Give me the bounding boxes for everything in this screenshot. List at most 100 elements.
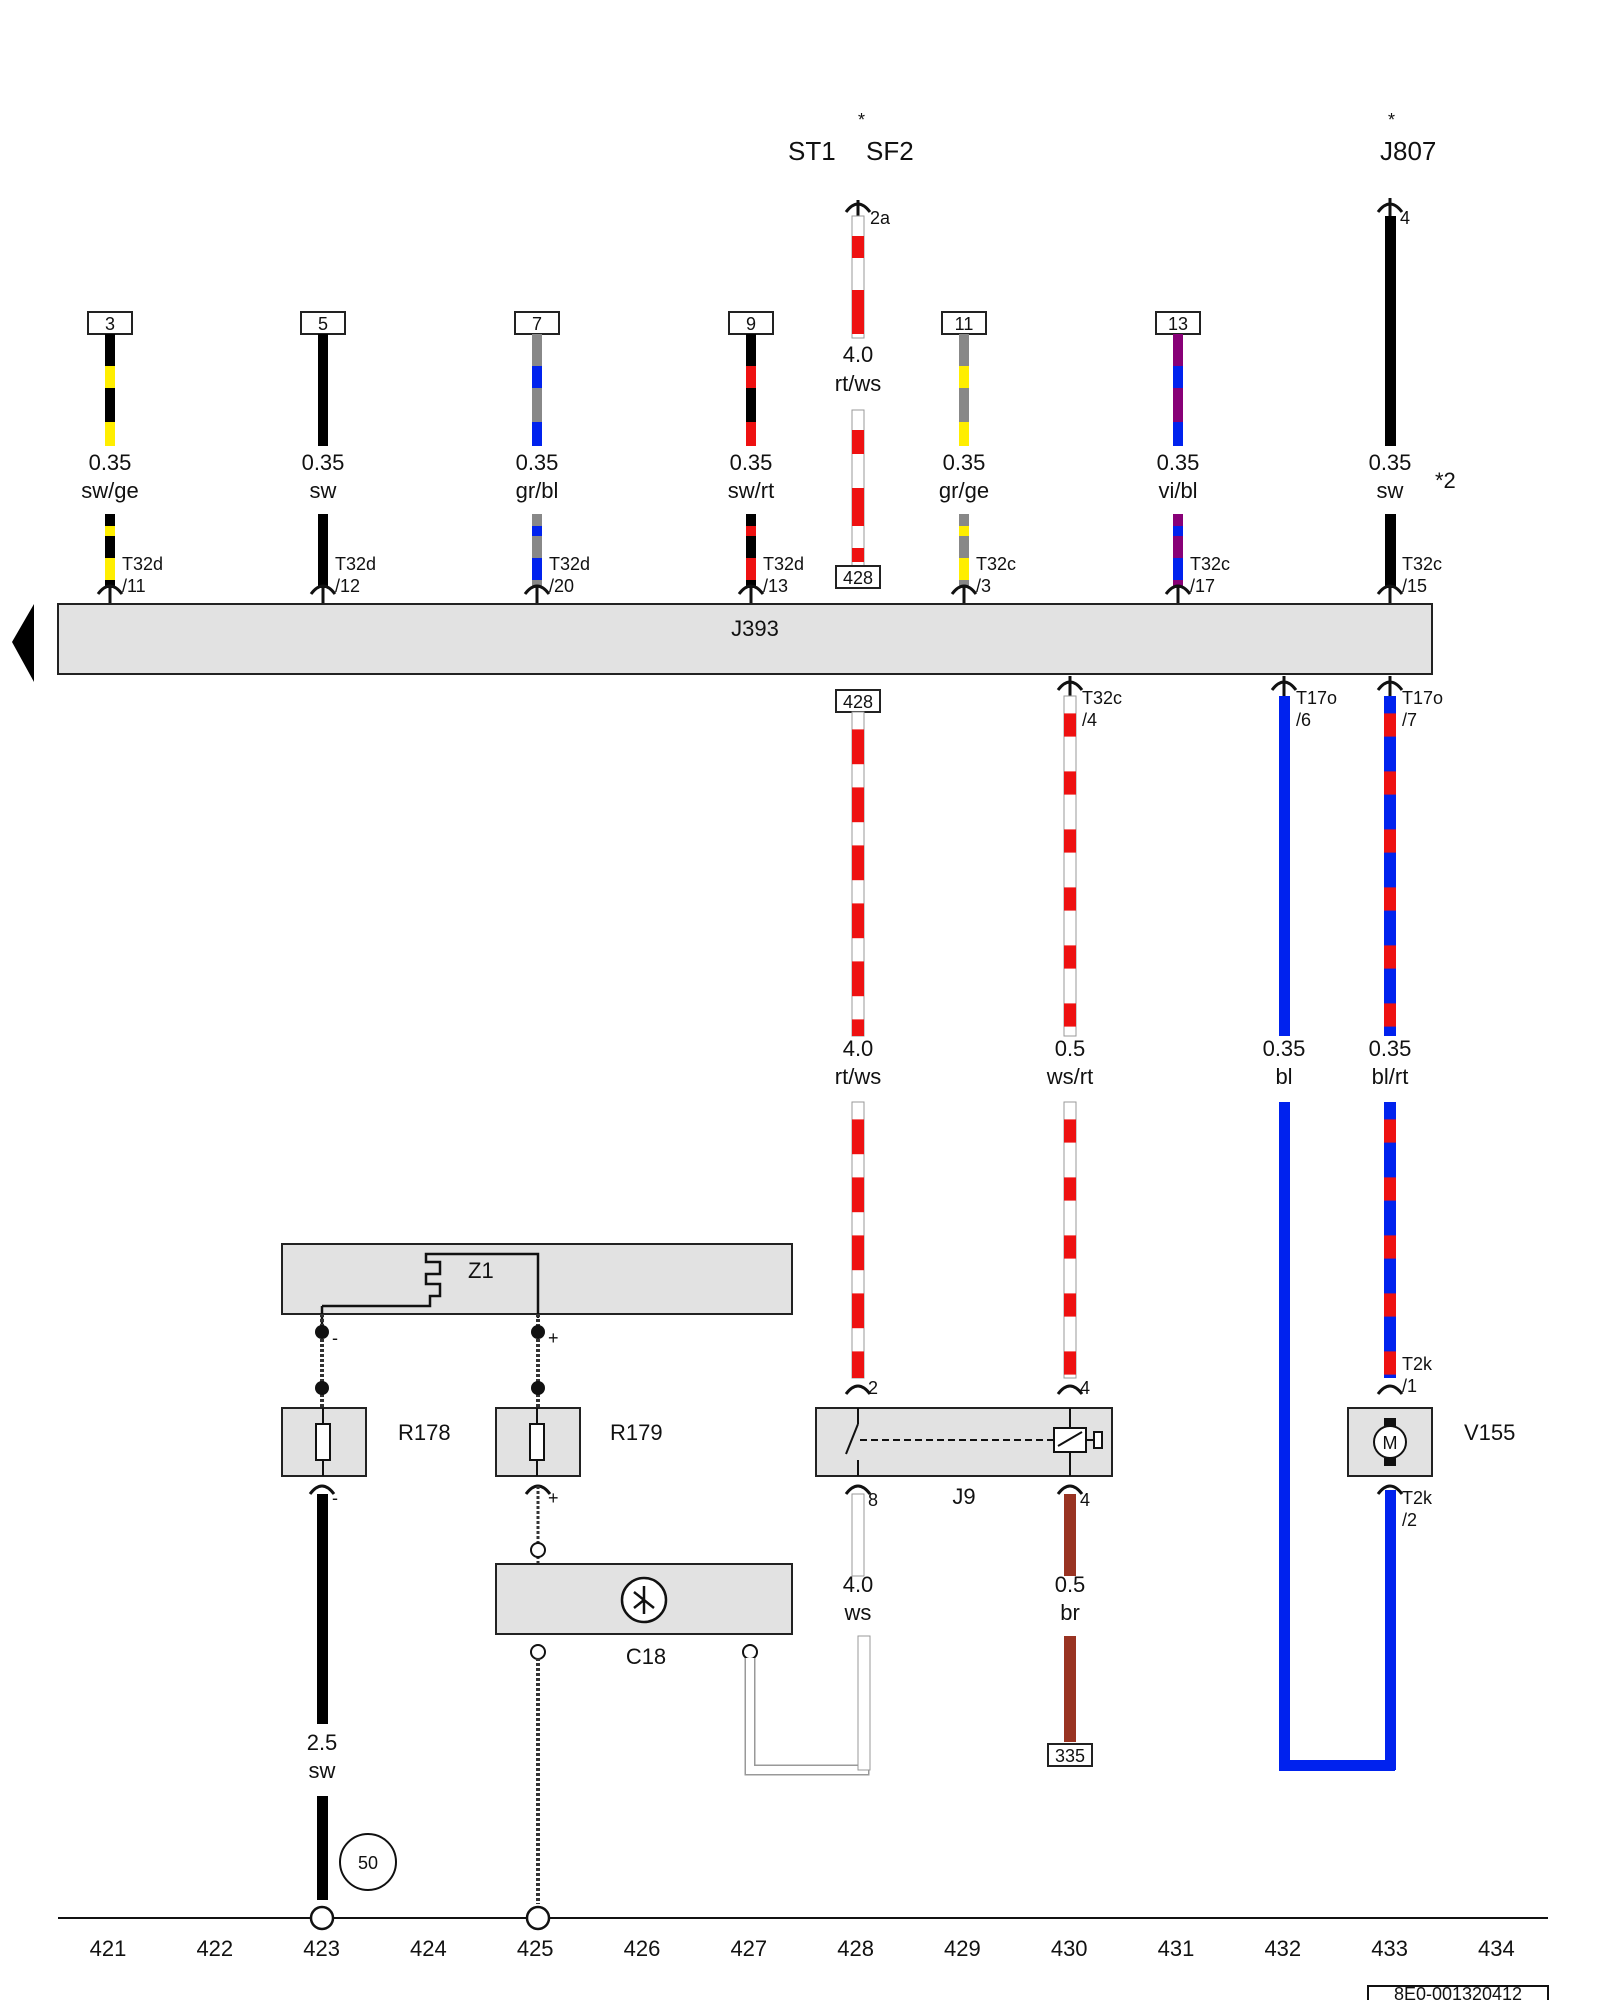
label-sf2: SF2 [866,136,914,166]
doc-id-box [1367,1985,1549,2000]
scale-429: 429 [944,1936,981,1961]
j9-label: J9 [952,1484,975,1509]
z1-leads: - + [315,1314,559,1408]
ref-11: 11 [955,314,974,334]
pin-433-top: /15 [1402,576,1427,596]
pin-j807: 4 [1400,208,1410,228]
j9-pin8: 8 [868,1490,878,1510]
v155-pin2: /2 [1402,1510,1417,1530]
ref-335: 335 [1055,1746,1085,1766]
conn-433-top: T32c [1402,554,1442,574]
v155-label: V155 [1464,1420,1515,1445]
size-ws: 4.0 [843,1572,874,1597]
z1-minus: - [332,1328,338,1348]
j9-pin4: 4 [1080,1378,1090,1398]
wire-428-ws: 4.0 ws [843,1493,874,1771]
z1-label: Z1 [468,1258,494,1283]
wire-428-top: 2a 4.0 rt/ws 428 [835,200,891,589]
r179-component: R179 + [495,1407,663,1564]
pin-432: /6 [1296,710,1311,730]
doc-id: 8E0-001320412 [1394,1984,1522,2000]
scale-431: 431 [1158,1936,1195,1961]
color-430: ws/rt [1046,1064,1093,1089]
ref-7: 7 [532,314,542,334]
ref-13: 13 [1168,314,1188,334]
color-9: sw/rt [728,478,774,503]
v155-pin1: /1 [1402,1376,1417,1396]
size-432: 0.35 [1263,1036,1306,1061]
ref-9: 9 [746,314,756,334]
scale-425: 425 [517,1936,554,1961]
scale-423: 423 [303,1936,340,1961]
ref-428-top: 428 [843,568,873,588]
wire-423-sw: 2.5 sw 50 [307,1494,397,1900]
continuation-arrow-icon [12,604,34,682]
conn-5: T32d [335,554,376,574]
pin-3: /11 [122,576,146,596]
j9-pin2: 2 [868,1378,878,1398]
pin-5: /12 [335,576,360,596]
pin-2a: 2a [870,208,891,228]
size-433-top: 0.35 [1369,450,1412,475]
color-3: sw/ge [81,478,138,503]
v155-m: M [1383,1433,1398,1453]
scale-434: 434 [1478,1936,1515,1961]
ground-50: 50 [358,1853,378,1873]
wire-428-lower: 428 4.0 rt/ws [835,689,881,1379]
size-3: 0.35 [89,450,132,475]
pin-7: /20 [549,576,574,596]
size-sw: 2.5 [307,1730,338,1755]
wire-430-lower: T32c /4 0.5 ws/rt [1046,676,1122,1379]
pin-9: /13 [763,576,788,596]
v155-motor: T2k /1 M V155 T2k /2 [1347,1354,1515,1530]
ref-box-428-top [835,565,881,589]
size-428-top: 4.0 [843,342,874,367]
r179-label: R179 [610,1420,663,1445]
star-j807: * [1388,110,1395,130]
conn-13: T32c [1190,554,1230,574]
scale-424: 424 [410,1936,447,1961]
size-br: 0.5 [1055,1572,1086,1597]
wire-433-top: 4 0.35 sw T32c /15 [1369,198,1442,604]
scale-426: 426 [624,1936,661,1961]
label-j807: J807 [1380,136,1436,166]
size-5: 0.35 [302,450,345,475]
scale-430: 430 [1051,1936,1088,1961]
color-11: gr/ge [939,478,989,503]
ref-5: 5 [318,314,328,334]
top-wire-group: 30.35sw/geT32d/1150.35swT32d/1270.35gr/b… [81,311,1230,604]
wire-c18-j9 [744,1636,870,1776]
size-428-lower: 4.0 [843,1036,874,1061]
scale-428: 428 [837,1936,874,1961]
conn-430: T32c [1082,688,1122,708]
scale-421: 421 [90,1936,127,1961]
scale-427: 427 [730,1936,767,1961]
scale-432: 432 [1264,1936,1301,1961]
color-433-top: sw [1377,478,1404,503]
z1-plus: + [548,1328,559,1348]
color-13: vi/bl [1158,478,1197,503]
color-br: br [1060,1600,1080,1625]
color-433: bl/rt [1372,1064,1409,1089]
scale-422: 422 [196,1936,233,1961]
note-2: *2 [1435,468,1456,493]
conn-432: T17o [1296,688,1337,708]
conn-3: T32d [122,554,163,574]
j393-module [57,603,1433,675]
size-13: 0.35 [1157,450,1200,475]
node-425 [525,1905,551,1931]
node-423 [309,1905,335,1931]
pin-13: /17 [1190,576,1215,596]
c18-component: C18 [495,1563,793,1904]
size-430: 0.5 [1055,1036,1086,1061]
color-428-lower: rt/ws [835,1064,881,1089]
size-11: 0.35 [943,450,986,475]
star-st: * [858,110,865,130]
conn-433: T17o [1402,688,1443,708]
size-9: 0.35 [730,450,773,475]
